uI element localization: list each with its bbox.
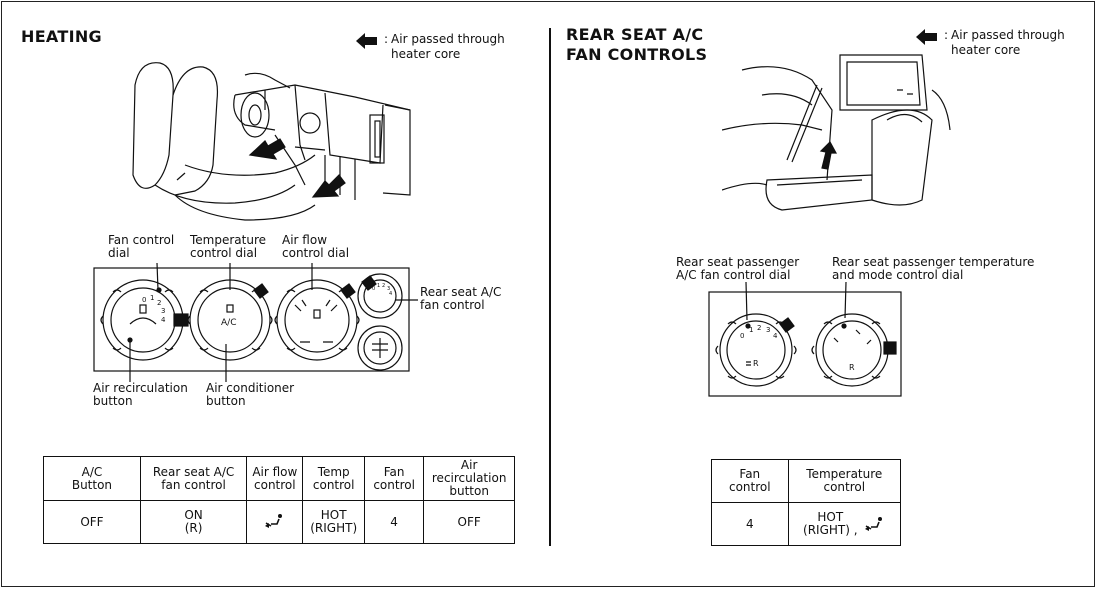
rear-fan-dial-r: R (753, 359, 759, 368)
rear-fan-dial-number-3: 3 (766, 326, 770, 334)
fan-control-dial-label: Fan control dial (108, 233, 175, 260)
fan-dial-number-1: 1 (150, 294, 154, 302)
fan-dial-number-4: 4 (161, 316, 166, 324)
heating-table-header-temp: Temp control (302, 456, 365, 501)
heating-table-header-fan: Fan control (363, 456, 425, 501)
rear-table-value-fan: 4 (711, 502, 789, 546)
fan-control-dial[interactable]: 0 1 2 3 4 (100, 279, 189, 361)
rear-fan-control-dial-label: Rear seat passenger A/C fan control dial (676, 255, 800, 282)
air-flow-control-dial[interactable] (274, 279, 360, 361)
heating-legend-text: Air passed through heater core (391, 32, 505, 61)
front-cabin-illustration (132, 62, 411, 221)
heating-table-value-recirc: OFF (423, 500, 515, 544)
rear-legend: : Air passed through heater core (915, 28, 1065, 58)
rear-temperature-control-dial-label: Rear seat passenger temperature and mode… (832, 255, 1035, 282)
heating-condition-table: A/C Button Rear seat A/C fan control Air… (43, 456, 515, 544)
fan-dial-number-2: 2 (157, 299, 161, 307)
heating-table-header-recirc: Air recirculation button (423, 456, 515, 501)
rear-seat-ac-fan-control-knob[interactable]: 0 1 2 3 4 (357, 273, 403, 319)
heating-table-header-ac-button: A/C Button (43, 456, 141, 501)
rear-knob-number-2: 2 (382, 283, 385, 289)
heating-table-value-rear-fan: ON (R) (139, 500, 248, 544)
heating-table-value-fan: 4 (363, 500, 425, 544)
rear-knob-number-4: 4 (389, 291, 392, 297)
heating-table-value-air-flow (246, 500, 304, 544)
air-conditioner-button-label: Air conditioner button (206, 381, 295, 408)
rear-knob-number-0: 0 (372, 286, 375, 292)
section-divider (549, 28, 551, 546)
rear-defrost-knob[interactable] (357, 325, 403, 371)
rear-fan-control-dial[interactable]: 0 1 2 3 4 R (715, 313, 797, 387)
rear-table-header-temp: Temperature control (787, 459, 902, 503)
rear-fan-dial-number-4: 4 (773, 332, 778, 340)
rear-condition-table: Fan control Temperature control 4 HOT (R… (711, 459, 902, 546)
floor-mode-icon (864, 517, 882, 531)
heating-title: HEATING (21, 27, 102, 46)
rear-cabin-illustration (722, 54, 951, 211)
heating-table-header-air-flow: Air flow control (246, 456, 304, 501)
rear-seat-title: REAR SEAT A/C FAN CONTROLS (566, 25, 708, 64)
rear-temperature-mode-dial[interactable]: R (811, 313, 897, 387)
rear-control-panel: 0 1 2 3 4 R R (708, 281, 902, 397)
airflow-arrow-icon (356, 33, 377, 49)
air-recirculation-button-label: Air recirculation button (93, 381, 188, 408)
fan-dial-number-0: 0 (142, 296, 146, 304)
fan-dial-number-3: 3 (161, 307, 165, 315)
rear-knob-number-3: 3 (387, 286, 390, 292)
air-flow-control-dial-label: Air flow control dial (282, 233, 350, 260)
rear-fan-dial-number-2: 2 (757, 324, 761, 332)
rear-table-header-fan: Fan control (711, 459, 789, 503)
heating-table-header-rear-fan: Rear seat A/C fan control (139, 456, 248, 501)
heating-legend: : Air passed through heater core (355, 32, 505, 62)
rear-knob-number-1: 1 (377, 283, 380, 289)
rear-temp-dial-r: R (849, 363, 855, 372)
temperature-control-dial[interactable]: A/C (187, 279, 273, 361)
heating-table-value-temp: HOT (RIGHT) (302, 500, 365, 544)
front-control-panel: 0 1 2 3 4 A/C 0 1 2 3 4 (93, 262, 418, 382)
rear-table-value-temp: HOT (RIGHT) , (787, 502, 902, 546)
rear-legend-text: Air passed through heater core (951, 28, 1065, 57)
rear-fan-dial-number-0: 0 (740, 332, 744, 340)
rear-fan-dial-number-1: 1 (749, 326, 753, 334)
airflow-arrow-icon (916, 29, 937, 45)
temperature-control-dial-label: Temperature control dial (190, 233, 267, 260)
rear-seat-ac-fan-control-label: Rear seat A/C fan control (420, 285, 502, 312)
floor-mode-icon (264, 513, 282, 528)
ac-button-text: A/C (221, 318, 236, 328)
heating-table-value-ac-button: OFF (43, 500, 141, 544)
rear-table-value-temp-text: HOT (RIGHT) , (803, 510, 858, 537)
